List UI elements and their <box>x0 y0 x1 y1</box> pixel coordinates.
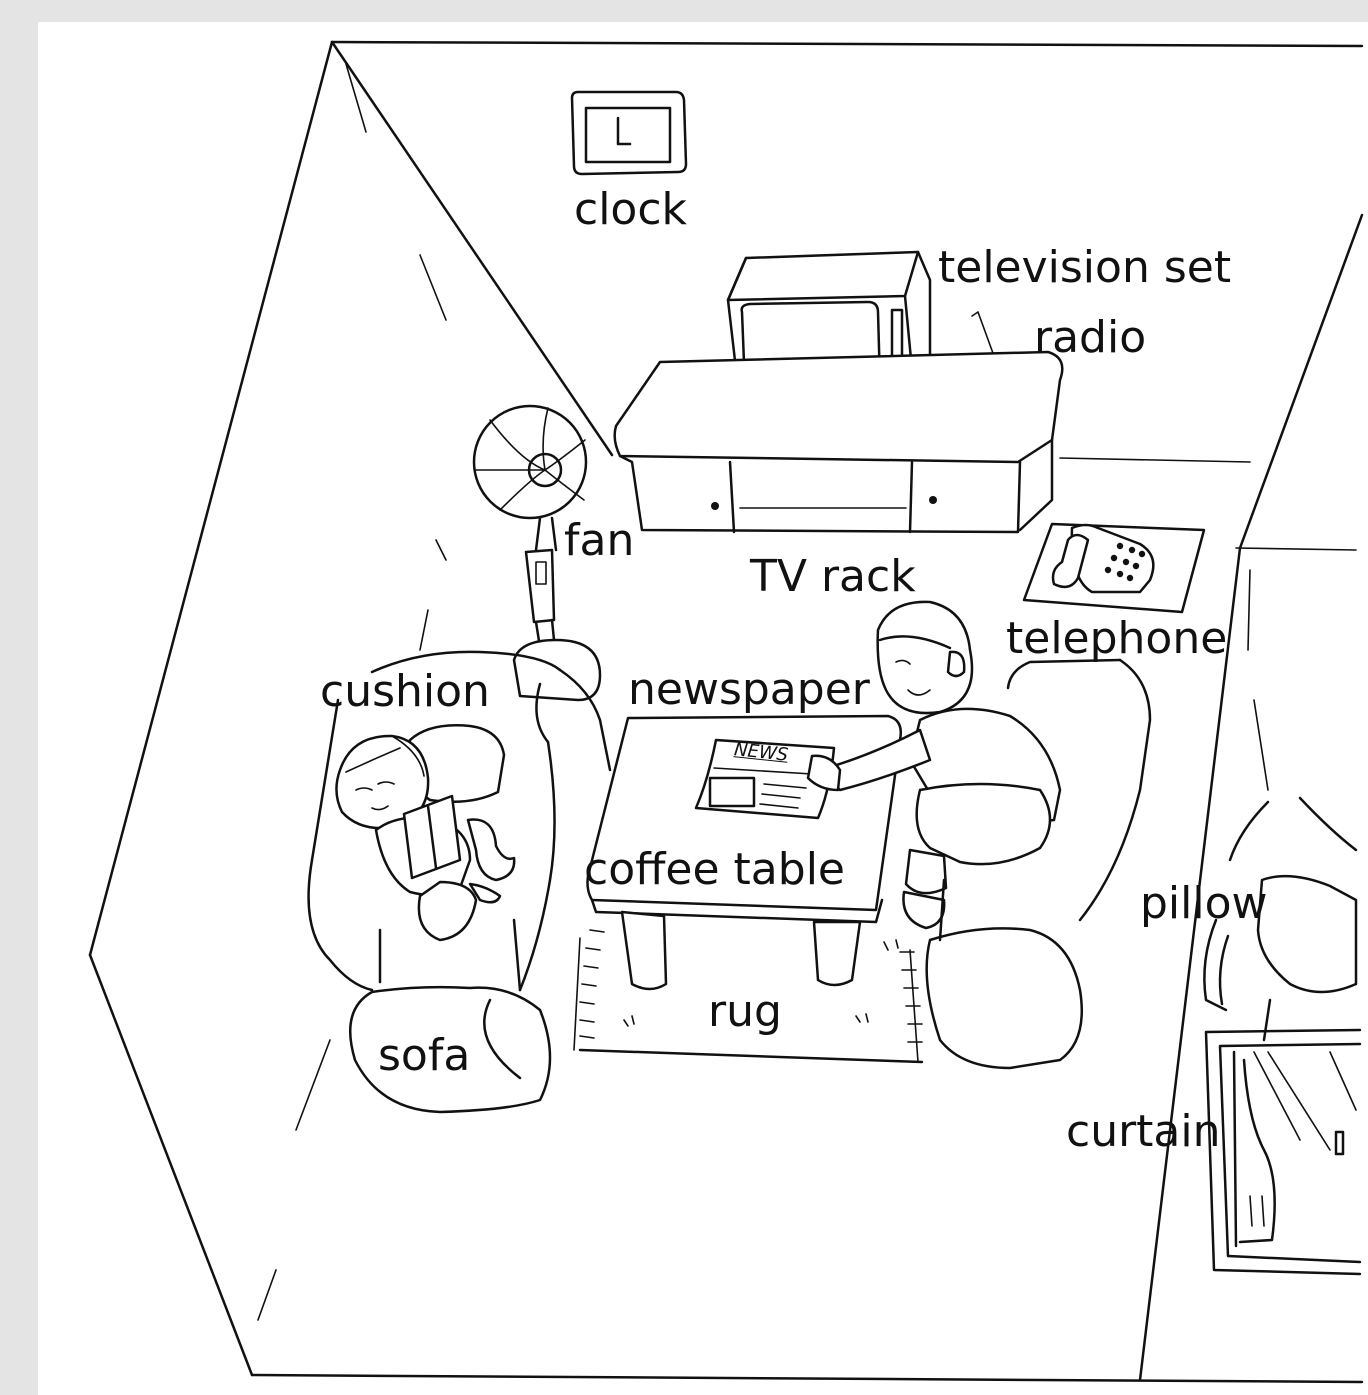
label-rug: rug <box>708 990 782 1034</box>
label-cushion: cushion <box>320 670 490 714</box>
label-clock: clock <box>574 188 687 232</box>
label-television-set: television set <box>938 246 1231 290</box>
newspaper-headline: NEWS <box>733 741 789 765</box>
label-coffee-table: coffee table <box>584 848 845 892</box>
label-sofa: sofa <box>378 1034 470 1078</box>
label-telephone: telephone <box>1006 617 1227 661</box>
label-newspaper: newspaper <box>628 668 870 712</box>
label-tv-rack: TV rack <box>750 555 916 599</box>
label-pillow: pillow <box>1140 882 1268 926</box>
label-radio: radio <box>1034 316 1146 360</box>
label-fan: fan <box>564 519 634 563</box>
label-curtain: curtain <box>1066 1110 1221 1154</box>
